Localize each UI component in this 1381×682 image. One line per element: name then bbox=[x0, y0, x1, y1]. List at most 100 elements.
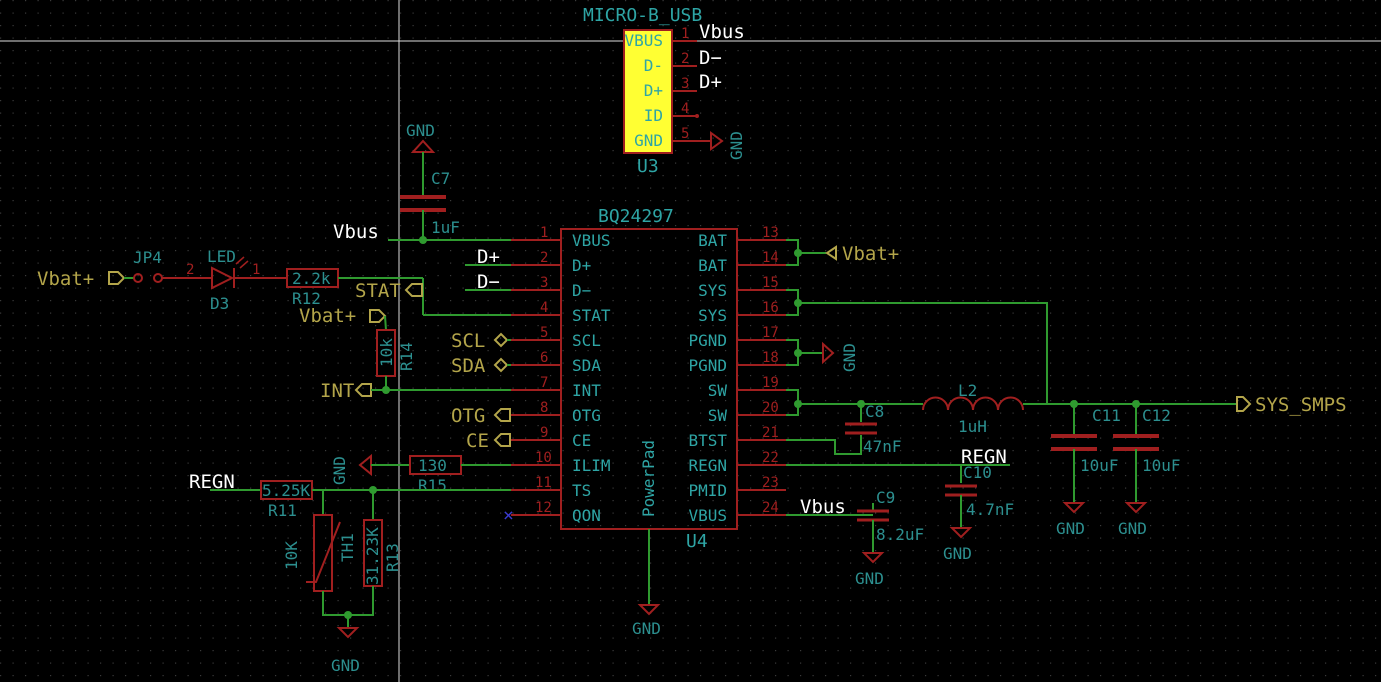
svg-text:10K: 10K bbox=[282, 541, 301, 570]
gnd-symbol-ic: GND bbox=[632, 604, 661, 638]
capacitor-c7[interactable]: C7 1uF bbox=[400, 152, 460, 240]
capacitor-c9[interactable]: C9 8.2uF bbox=[857, 488, 924, 553]
ic-pin-number: 24 bbox=[762, 500, 779, 516]
svg-text:C11: C11 bbox=[1092, 406, 1121, 425]
jumper-jp4[interactable]: JP4 bbox=[133, 248, 163, 283]
usb-pin-number: 3 bbox=[681, 76, 689, 92]
usb-pin-number: 4 bbox=[681, 101, 689, 117]
net-label-usb-vbus[interactable]: Vbus bbox=[699, 21, 745, 43]
usb-pin-3[interactable]: 3 D+ bbox=[644, 76, 697, 100]
thermistor-th1[interactable]: 10K TH1 bbox=[282, 514, 357, 592]
resistor-r12[interactable]: 2.2k R12 bbox=[286, 268, 339, 308]
global-label-otg[interactable]: OTG bbox=[451, 405, 511, 427]
global-label-vbat-in[interactable]: Vbat+ bbox=[37, 268, 126, 290]
svg-text:C12: C12 bbox=[1142, 406, 1171, 425]
usb-pin-number: 5 bbox=[681, 126, 689, 142]
ic-pin-name: STAT bbox=[572, 306, 611, 325]
svg-text:GND: GND bbox=[632, 619, 661, 638]
svg-text:5.25K: 5.25K bbox=[262, 481, 311, 500]
svg-text:GND: GND bbox=[840, 343, 859, 372]
net-label-usb-dminus[interactable]: D− bbox=[699, 47, 722, 69]
capacitor-c10[interactable]: C10 4.7nF bbox=[945, 463, 1014, 528]
capacitor-c12[interactable]: C12 10uF bbox=[1113, 404, 1181, 503]
global-label-vbat-pullup[interactable]: Vbat+ bbox=[299, 305, 387, 327]
ic-pin-number: 22 bbox=[762, 450, 779, 466]
svg-text:4.7nF: 4.7nF bbox=[966, 500, 1014, 519]
svg-text:C10: C10 bbox=[963, 463, 992, 482]
svg-text:Vbat+: Vbat+ bbox=[37, 268, 94, 290]
svg-text:10uF: 10uF bbox=[1142, 456, 1181, 475]
ic-part: BQ24297 bbox=[598, 206, 674, 227]
ic-pin-number: 5 bbox=[540, 325, 548, 341]
net-label-dminus[interactable]: D− bbox=[477, 271, 500, 293]
led-d3[interactable]: LED 2 1 D3 bbox=[186, 247, 260, 313]
net-label-vbus-right[interactable]: Vbus bbox=[800, 496, 846, 518]
ic-pin-name: ILIM bbox=[572, 456, 611, 475]
global-label-int[interactable]: INT bbox=[320, 380, 372, 402]
ic-pin-number: 10 bbox=[535, 450, 552, 466]
svg-text:47nF: 47nF bbox=[863, 437, 902, 456]
capacitor-c8[interactable]: C8 47nF bbox=[845, 402, 902, 456]
usb-pin-2[interactable]: 2D- bbox=[644, 51, 697, 75]
net-label-vbus[interactable]: Vbus bbox=[333, 221, 379, 243]
resistor-r13[interactable]: 31.23K R13 bbox=[363, 519, 402, 587]
global-label-sys-smps[interactable]: SYS_SMPS bbox=[1236, 394, 1347, 416]
ic-pin-4[interactable]: 4 STAT bbox=[511, 300, 611, 325]
net-label-dplus[interactable]: D+ bbox=[477, 246, 500, 268]
ic-pin-number: 4 bbox=[540, 300, 548, 316]
svg-text:R12: R12 bbox=[292, 289, 321, 308]
svg-text:CE: CE bbox=[466, 430, 489, 452]
global-label-vbat-out[interactable]: Vbat+ bbox=[825, 243, 899, 265]
net-label-regn-right[interactable]: REGN bbox=[961, 446, 1007, 468]
svg-text:GND: GND bbox=[1056, 519, 1085, 538]
svg-text:130: 130 bbox=[418, 456, 447, 475]
ic-pin-number: 17 bbox=[762, 325, 779, 341]
svg-text:SCL: SCL bbox=[451, 330, 485, 352]
global-label-ce[interactable]: CE bbox=[466, 430, 511, 452]
usb-pin-name: D- bbox=[644, 56, 663, 75]
gnd-symbol-c12: GND bbox=[1118, 502, 1148, 538]
inductor-l2[interactable]: L2 1uH bbox=[922, 381, 1024, 436]
ic-center-label: PowerPad bbox=[639, 440, 658, 517]
svg-text:TH1: TH1 bbox=[338, 533, 357, 562]
global-label-stat[interactable]: STAT bbox=[355, 280, 423, 302]
net-label-usb-dplus[interactable]: D+ bbox=[699, 71, 722, 93]
capacitor-c11[interactable]: C11 10uF bbox=[1051, 404, 1121, 503]
gnd-symbol-pgnd: GND bbox=[822, 341, 859, 372]
usb-pin-4[interactable]: 4 ID bbox=[644, 101, 697, 125]
usb-pin-name: D+ bbox=[644, 81, 663, 100]
net-label-regn[interactable]: REGN bbox=[189, 471, 235, 493]
svg-text:1: 1 bbox=[252, 262, 260, 278]
ic-pin-10[interactable]: 10 ILIM bbox=[511, 450, 611, 475]
usb-pin-name: ID bbox=[644, 106, 663, 125]
